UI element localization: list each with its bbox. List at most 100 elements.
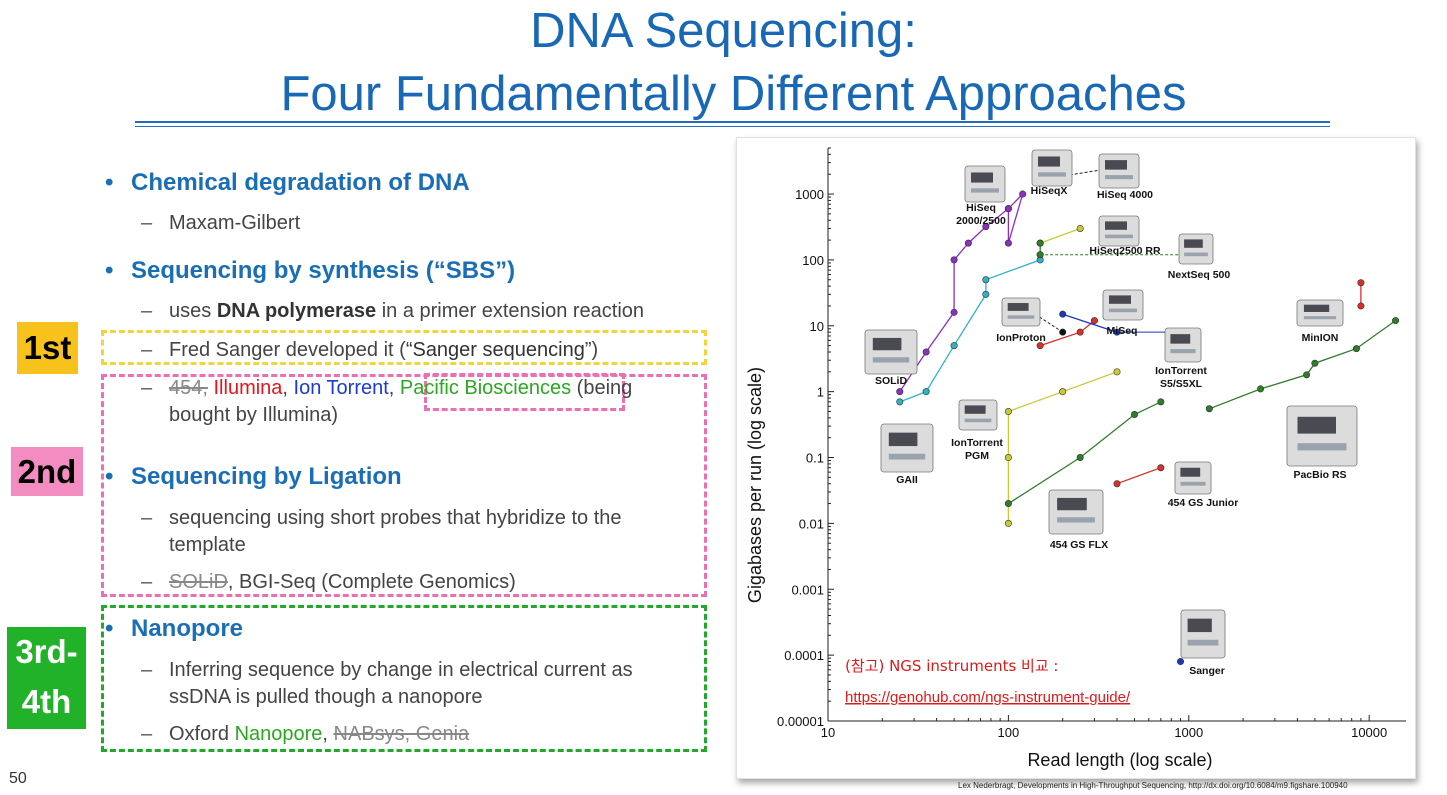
sub-maxam-gilbert: – Maxam-Gilbert	[141, 210, 300, 237]
data-point	[1004, 519, 1012, 527]
data-point	[1004, 239, 1012, 247]
data-point	[1392, 317, 1400, 325]
data-point	[1357, 279, 1365, 287]
instrument-body	[1180, 609, 1226, 659]
data-point	[1177, 658, 1185, 666]
data-point	[1059, 328, 1067, 336]
instrument-panel	[1180, 467, 1201, 477]
data-point	[1113, 368, 1121, 376]
instrument-label: IonTorrent	[1155, 365, 1207, 377]
bullet-dot: •	[105, 615, 114, 642]
instrument-panel	[971, 172, 993, 183]
platform-ion-torrent: Ion Torrent	[293, 377, 389, 399]
instrument-body	[1048, 489, 1104, 535]
instrument-panel	[1297, 416, 1336, 434]
chem-title: Chemical degradation of DNA	[131, 169, 470, 196]
nano-sub1-line2: ssDNA is pulled though a nanopore	[169, 686, 483, 708]
data-point	[950, 308, 958, 316]
instrument-panel	[1303, 304, 1330, 312]
instrument-label: S5/S5XL	[1160, 378, 1203, 390]
instrument-icon	[1001, 297, 1041, 327]
x-tick-label: 10000	[1351, 725, 1387, 740]
instrument-icon	[880, 423, 934, 473]
nano-sub2-pre: Oxford	[169, 723, 235, 745]
bullet-dot: •	[105, 257, 114, 284]
platform-oxford-nanopore: Nanopore	[234, 723, 323, 745]
sub-solid-bgi: – SOLiD, BGI-Seq (Complete Genomics)	[141, 569, 516, 596]
instrument-label: 454 GS Junior	[1168, 497, 1239, 509]
instrument-body	[1098, 215, 1140, 247]
data-point	[1090, 317, 1098, 325]
instrument-label: MiSeq	[1107, 325, 1138, 337]
instrument-panel	[888, 432, 918, 447]
instrument-panel	[1105, 160, 1127, 170]
instrument-panel	[1057, 497, 1087, 511]
second-gen-box	[101, 374, 707, 597]
sub-oxford-nanopore: – Oxford Nanopore, NABsys, Genia	[141, 721, 470, 748]
instrument-icon	[1180, 609, 1226, 659]
dash-marker: –	[141, 377, 153, 399]
data-point	[1019, 190, 1027, 198]
y-tick-label: 10	[810, 319, 824, 334]
instrument-body	[1296, 299, 1344, 327]
instrument-icon	[1174, 461, 1212, 495]
dash-marker: –	[141, 659, 153, 681]
third-generation-text: 3rd-	[15, 633, 78, 670]
lig-sub2-post: , BGI-Seq (Complete Genomics)	[227, 571, 516, 593]
sbs-sub1-bold: DNA polymerase	[216, 300, 377, 322]
sbs-sub2-pre: Fred Sanger developed it (	[169, 339, 406, 361]
data-point	[950, 256, 958, 264]
bullet-nanopore: • Nanopore	[105, 615, 243, 643]
data-point	[1311, 359, 1319, 367]
instrument-panel	[964, 405, 986, 414]
instrument-label: 2000/2500	[956, 215, 1006, 227]
third-fourth-generation-label: 3rd- 4th	[7, 627, 86, 729]
instrument-body	[1174, 461, 1212, 495]
instrument-tray	[1105, 175, 1133, 180]
data-point	[1076, 328, 1084, 336]
sub-short-probes: – sequencing using short probes that hyb…	[141, 505, 622, 559]
series-line	[1116, 467, 1162, 485]
series-line	[1209, 320, 1396, 410]
instrument-tray	[1007, 315, 1035, 319]
slide-title-line2: Four Fundamentally Different Approaches	[280, 67, 1187, 121]
data-point	[950, 342, 958, 350]
data-point	[982, 290, 990, 298]
bullet-dot: •	[105, 463, 114, 490]
instrument-label: 454 GS FLX	[1050, 539, 1108, 551]
instrument-tray	[971, 188, 999, 193]
y-tick-label: 0.00001	[777, 714, 824, 729]
series-line	[899, 193, 1024, 393]
instrument-label: IonProton	[996, 332, 1046, 344]
instrument-icon	[1098, 153, 1140, 189]
data-point	[982, 223, 990, 231]
data-point	[922, 388, 930, 396]
instrument-panel	[1187, 618, 1212, 633]
instrument-tray	[964, 418, 992, 423]
slide-title-line1: DNA Sequencing:	[530, 4, 917, 58]
y-axis-label: Gigabases per run (log scale)	[745, 367, 765, 603]
reference-link[interactable]: https://genohub.com/ngs-instrument-guide…	[845, 689, 1131, 706]
data-point	[1004, 500, 1012, 508]
nano-sub1-line1: Inferring sequence by change in electric…	[169, 659, 633, 681]
data-point	[1076, 224, 1084, 232]
sbs-sub2-post: ”)	[584, 339, 599, 361]
bullet-chemical-degradation: • Chemical degradation of DNA	[105, 169, 470, 197]
y-tick-label: 0.0001	[784, 648, 824, 663]
data-point	[1257, 385, 1265, 393]
series-points	[896, 173, 1400, 666]
instrument-tray	[1184, 252, 1208, 257]
platform-nabsys-genia: NABsys, Genia	[333, 723, 470, 745]
fourth-generation-text: 4th	[21, 683, 72, 720]
pacbio-highlight-box	[424, 373, 625, 411]
y-tick-label: 100	[802, 253, 824, 268]
instrument-panel	[1184, 239, 1203, 248]
sbs-sub3-post2: bought by Illumina)	[169, 404, 338, 426]
data-point	[1205, 405, 1213, 413]
y-tick-label: 0.001	[791, 582, 824, 597]
instrument-body	[880, 423, 934, 473]
first-gen-box	[101, 330, 707, 365]
instrument-body	[1178, 233, 1214, 265]
